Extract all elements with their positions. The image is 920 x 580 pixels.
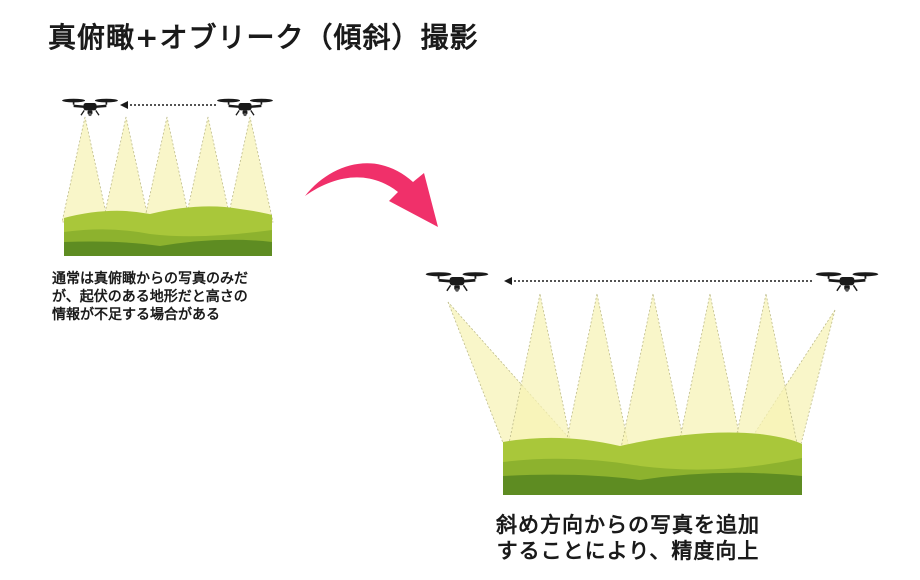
terrain-small xyxy=(64,206,272,256)
caption-line: 情報が不足する場合がある xyxy=(52,307,220,323)
camera-beam xyxy=(61,116,109,223)
drone-icon xyxy=(216,98,274,117)
drone-icon xyxy=(61,98,119,117)
caption-line: が、起伏のある地形だと高さの xyxy=(52,289,248,305)
oblique-caption: 斜め方向からの写真を追加 することにより、精度向上 xyxy=(496,512,760,564)
camera-beam xyxy=(226,116,274,223)
nadir-only-scene xyxy=(61,98,274,256)
oblique-beams xyxy=(447,293,836,449)
oblique-scene xyxy=(424,271,880,495)
page-title: 真俯瞰+オブリーク（傾斜）撮影 xyxy=(48,21,479,54)
camera-beam xyxy=(620,293,686,449)
camera-beam xyxy=(102,116,150,223)
camera-beam xyxy=(733,293,799,449)
nadir-beams xyxy=(61,116,274,223)
dotted-arrow-left xyxy=(120,101,216,109)
terrain-large xyxy=(503,432,802,495)
drone-icon xyxy=(424,271,490,293)
drone-icon xyxy=(814,271,880,293)
nadir-caption: 通常は真俯瞰からの写真のみだ が、起伏のある地形だと高さの 情報が不足する場合が… xyxy=(52,270,312,324)
camera-beam xyxy=(677,293,743,449)
camera-beam xyxy=(143,116,191,223)
camera-beam xyxy=(184,116,232,223)
caption-line: することにより、精度向上 xyxy=(496,539,760,563)
caption-line: 斜め方向からの写真を追加 xyxy=(496,513,760,537)
camera-beam xyxy=(564,293,630,449)
caption-line: 通常は真俯瞰からの写真のみだ xyxy=(52,271,248,287)
camera-beam xyxy=(507,293,573,449)
curved-arrow xyxy=(305,163,438,227)
dotted-arrow-left xyxy=(504,277,812,285)
